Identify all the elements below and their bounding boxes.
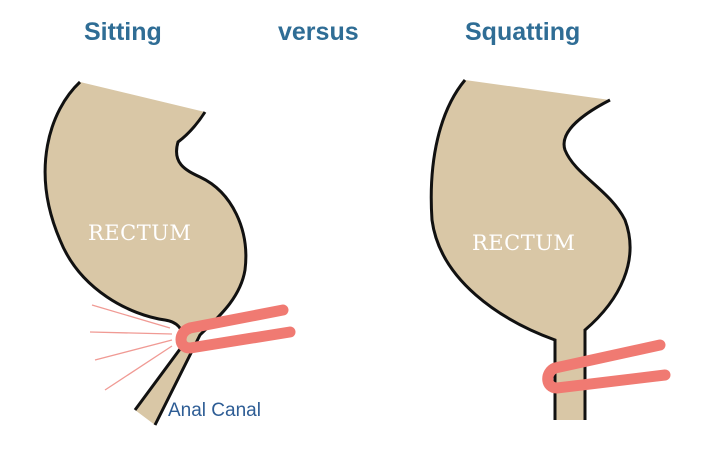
rectum-label-sitting: RECTUM [88, 221, 191, 245]
heading-versus: versus [278, 18, 359, 46]
strain-lines [89, 304, 173, 391]
heading-sitting: Sitting [84, 18, 162, 46]
heading-squatting: Squatting [465, 18, 581, 46]
rectum-label-squatting: RECTUM [472, 231, 575, 255]
puborectalis-muscle-squatting [542, 339, 671, 394]
puborectalis-muscle-sitting [175, 304, 296, 354]
sitting-rectum: RECTUM Anal Canal [43, 80, 296, 426]
squatting-rectum: RECTUM [429, 79, 671, 420]
anal-canal-label: Anal Canal [168, 400, 261, 421]
